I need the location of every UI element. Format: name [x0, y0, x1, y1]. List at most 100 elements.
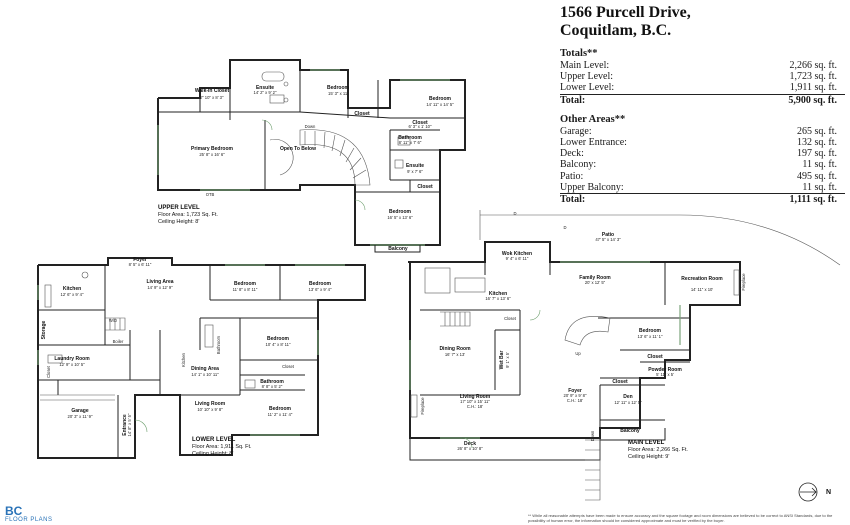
upper-level-area: Floor Area: 1,723 Sq. Ft. [158, 212, 218, 218]
lower-living2-dim: 10' 10" x 9' 8" [197, 407, 223, 412]
lower-bathroom1: Bathroom [216, 335, 221, 354]
lower-boiler: Boiler [113, 339, 124, 344]
lower-foyer-name: Foyer [133, 257, 147, 263]
lower-bedroom3-name: Bedroom [267, 336, 290, 342]
upper-walkin-name: Walk-in Closet [195, 88, 230, 94]
lower-bedroom2-name: Bedroom [309, 281, 332, 287]
address-line-1: 1566 Purcell Drive, [560, 4, 691, 21]
lower-dining-dim: 14' 1" x 10' 11" [191, 372, 219, 377]
other-areas-row: Balcony:11 sq. ft. [560, 159, 837, 171]
upper-closet2-name: Closet [412, 120, 428, 126]
totals-total-row: Total:5,900 sq. ft. [560, 93, 845, 106]
upper-ensuite-name: Ensuite [256, 85, 274, 91]
address-line-2: Coquitlam, B.C. [560, 22, 672, 39]
summary-panel: 1566 Purcell Drive, Coquitlam, B.C. Tota… [560, 4, 845, 205]
main-foyer-dim: 20' 9" x 9' 8" [564, 393, 587, 398]
totals-row: Main Level:2,266 sq. ft. [560, 60, 837, 71]
compass-icon: N [798, 482, 831, 502]
upper-bathroom-name: Bathroom [398, 135, 422, 141]
upper-ensuite-dim: 14' 2" x 9' 2" [254, 90, 277, 95]
upper-primary-dim: 25' 8" x 16' 6" [199, 152, 225, 157]
upper-level-ceiling: Ceiling Height: 8' [158, 219, 199, 225]
lower-closet-a: Closet [46, 365, 51, 378]
main-foyer-name: Foyer [568, 388, 582, 394]
main-d2-label: D [563, 225, 566, 230]
lower-level-title: LOWER LEVEL [192, 437, 236, 443]
main-patio-dim: 47' 5" x 14' 3" [595, 237, 621, 242]
other-areas-row: Upper Balcony:11 sq. ft. [560, 181, 837, 193]
other-areas-row: Deck:197 sq. ft. [560, 148, 837, 160]
upper-level-title: UPPER LEVEL [158, 205, 200, 211]
main-closet2: Closet [647, 354, 663, 360]
main-wetbar-dim: 9' 1" x 5' [505, 352, 510, 368]
other-areas-block: Other Areas** Garage:265 sq. ft. Lower E… [560, 114, 845, 205]
other-areas-row: Garage:265 sq. ft. [560, 125, 837, 137]
lower-living-dim: 14' 9" x 12' 9" [147, 285, 173, 290]
main-wok-name: Wok Kitchen [502, 251, 532, 257]
disclaimer-text: ** While all reasonable attempts have be… [528, 513, 833, 523]
lower-bedroom1-dim: 11' 8" x 8' 11" [233, 287, 258, 292]
lower-entrance-dim: 14' 8" x 5' 5" [127, 413, 132, 436]
upper-down-label: Down [305, 124, 316, 129]
upper-walkin-dim: 7' 10" x 8' 3" [201, 95, 224, 100]
lower-wd: W/D [109, 318, 117, 323]
lower-level-plan: Foyer 8' 5" x 6' 11" Kitchen 12' 6" x 9'… [37, 257, 366, 459]
upper-bedroom3-name: Bedroom [389, 209, 412, 215]
upper-bedroom2-name: Bedroom [429, 96, 452, 102]
main-bedroom-name: Bedroom [639, 328, 662, 334]
totals-heading: Totals** [560, 48, 598, 59]
upper-bedroom2-dim: 14' 11" x 14' 5" [426, 102, 454, 107]
lower-level-ceiling: Ceiling Height: 8' [192, 451, 233, 457]
lower-laundry-dim: 12' 9" x 10' 5" [59, 362, 85, 367]
lower-bedroom1-name: Bedroom [234, 281, 257, 287]
main-recreation-dim: 14' 11" x 10' [691, 287, 714, 292]
upper-bedroom3-dim: 16' 5" x 13' 6" [387, 215, 413, 220]
lower-kitchen-name: Kitchen [63, 286, 81, 292]
upper-closet1-name: Closet [354, 111, 370, 117]
main-family-dim: 20' x 12' 5" [585, 280, 606, 285]
lower-dining-name: Dining Area [191, 366, 219, 372]
lower-living-name: Living Area [146, 279, 173, 285]
totals-row: Upper Level:1,723 sq. ft. [560, 71, 837, 83]
lower-living2-name: Living Room [195, 401, 226, 407]
upper-balcony-name: Balcony [388, 246, 408, 252]
upper-open-to-below: Open To Below [280, 146, 316, 152]
brand-logo: BC FLOOR PLANS [5, 504, 53, 523]
main-wetbar-name: Wet Bar [499, 351, 505, 370]
main-patio-name: Patio [602, 232, 614, 238]
main-bedroom-dim: 13' 6" x 11' 1" [638, 334, 663, 339]
lower-bedroom4-dim: 11' 2" x 11' 4" [268, 412, 293, 417]
main-den-name: Den [623, 394, 632, 400]
main-level-area: Floor Area: 2,266 Sq. Ft. [628, 447, 688, 453]
lower-kitchen2: Kitchen [181, 352, 186, 367]
lower-storage-name: Storage [41, 320, 47, 339]
upper-bedroom1-dim: 15' 3" x 11' [328, 91, 348, 96]
main-level-title: MAIN LEVEL [628, 440, 665, 446]
compass-label: N [826, 489, 831, 496]
main-down-label: Down [590, 430, 595, 441]
main-dining-dim: 16' 7" x 13' [445, 352, 466, 357]
main-level-plan: Patio 47' 5" x 14' 3" D D [408, 210, 841, 501]
upper-bathroom-dim: 8' 11" x 7' 6" [399, 140, 422, 145]
main-family-name: Family Room [579, 275, 611, 281]
main-fireplace2: Fireplace [420, 397, 425, 415]
other-areas-total-row: Total:1,111 sq. ft. [560, 193, 845, 205]
main-recreation-name: Recreation Room [681, 276, 723, 282]
other-areas-heading: Other Areas** [560, 113, 626, 125]
main-balcony-name: Balcony [620, 428, 640, 434]
lower-garage-dim: 20' 3" x 11' 9" [68, 414, 93, 419]
upper-otb-label: OTB [206, 192, 215, 197]
upper-bedroom1-name: Bedroom [327, 85, 350, 91]
lower-bedroom4-name: Bedroom [269, 406, 292, 412]
lower-kitchen-dim: 12' 6" x 9' 4" [61, 292, 84, 297]
upper-level-plan: Walk-in Closet 7' 10" x 8' 3" Ensuite 14… [157, 59, 466, 253]
main-closet3: Closet [612, 379, 628, 385]
lower-laundry-name: Laundry Room [54, 356, 90, 362]
main-wok-dim: 9' 4" x 6' 11" [506, 256, 529, 261]
main-foyer-ch: C.H.: 18' [567, 398, 583, 403]
main-living-dim: 17' 10" x 15' 11" [460, 399, 490, 404]
other-areas-row: Patio:495 sq. ft. [560, 170, 837, 182]
main-deck-dim: 26' 8" x 10' 8" [457, 446, 483, 451]
main-dining-name: Dining Room [439, 346, 471, 352]
